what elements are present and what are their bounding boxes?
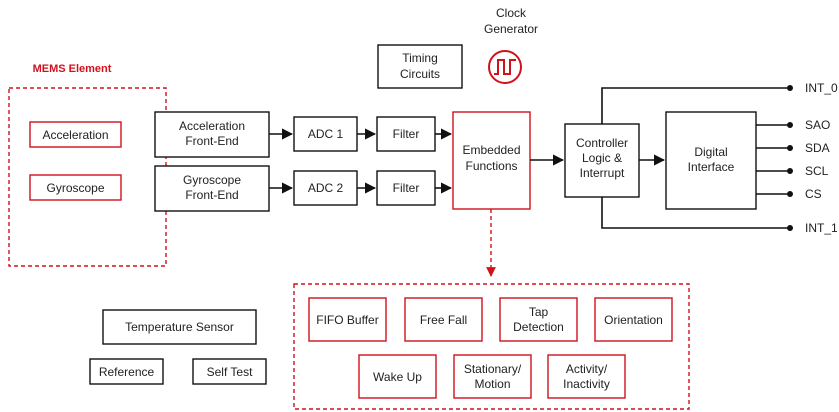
square-wave-icon [488,50,522,84]
stationary-motion-box [453,354,532,399]
tap-detection-label-2: Detection [513,320,564,334]
activity-inactivity-label-1: Activity/ [566,362,608,376]
controller-box [564,123,640,198]
digital-interface-label-1: Digital [694,145,727,159]
clock-generator-label-1: Clock [496,6,527,20]
adc1-label: ADC 1 [308,127,344,141]
free-fall-box [404,297,483,342]
temperature-sensor-label: Temperature Sensor [125,320,234,334]
timing-circuits-label-1: Timing [402,51,438,65]
activity-inactivity-label-2: Inactivity [563,377,610,391]
temperature-sensor-box [102,309,257,345]
reference-label: Reference [99,365,155,379]
adc1-box [293,116,358,152]
timing-circuits-label-2: Circuits [400,67,440,81]
tap-detection-label-1: Tap [529,305,549,319]
wake-up-box [358,354,437,399]
tap-detection-box [499,297,578,342]
pin-label-sda: SDA [805,141,830,155]
timing-circuits-box [377,44,463,89]
filter1-box [376,116,436,152]
embedded-functions-label-1: Embedded [462,143,520,157]
embedded-functions-label-2: Functions [465,159,517,173]
int1-line [601,197,790,229]
adc2-label: ADC 2 [308,181,344,195]
int0-line [601,87,790,124]
mems-acceleration-box [29,121,122,148]
filter2-box [376,170,436,206]
digital-interface-label-2: Interface [688,160,735,174]
wake-up-label: Wake Up [373,370,422,384]
int0-pin-dot [787,85,793,91]
stationary-motion-label-1: Stationary/ [464,362,522,376]
filter1-label: Filter [393,127,420,141]
gyroscope-front-end-label-2: Front-End [185,188,238,202]
free-fall-label: Free Fall [420,313,467,327]
acceleration-front-end-label-2: Front-End [185,134,238,148]
gyroscope-front-end-box [154,165,270,212]
mems-title: MEMS Element [33,63,112,75]
orientation-label: Orientation [604,313,663,327]
pin-label-sao: SAO [805,118,830,132]
pin-label-int1: INT_1 [805,221,838,235]
fifo-buffer-box [308,297,387,342]
digital-interface-box [665,111,757,210]
gyroscope-front-end-label-1: Gyroscope [183,173,241,187]
activity-inactivity-box [547,354,626,399]
pin-label-int0: INT_0 [805,81,838,95]
self-test-label: Self Test [207,365,253,379]
filter2-label: Filter [393,181,420,195]
fifo-buffer-label: FIFO Buffer [316,313,378,327]
cs-pin-dot [787,191,793,197]
orientation-box [594,297,673,342]
controller-label-3: Interrupt [580,166,625,180]
stationary-motion-label-2: Motion [474,377,510,391]
mems-acceleration-label: Acceleration [42,128,108,142]
reference-box [89,358,164,385]
sda-pin-dot [787,145,793,151]
embedded-functions-group-frame [293,283,690,410]
acceleration-front-end-label-1: Acceleration [179,119,245,133]
self-test-box [192,358,267,385]
clock-generator-label-2: Generator [484,22,538,36]
controller-label-1: Controller [576,136,628,150]
scl-pin-dot [787,168,793,174]
pin-label-scl: SCL [805,164,829,178]
mems-gyroscope-box [29,174,122,201]
pin-label-cs: CS [805,187,822,201]
sao-pin-dot [787,122,793,128]
int1-pin-dot [787,225,793,231]
adc2-box [293,170,358,206]
controller-label-2: Logic & [582,151,622,165]
mems-gyroscope-label: Gyroscope [46,181,104,195]
